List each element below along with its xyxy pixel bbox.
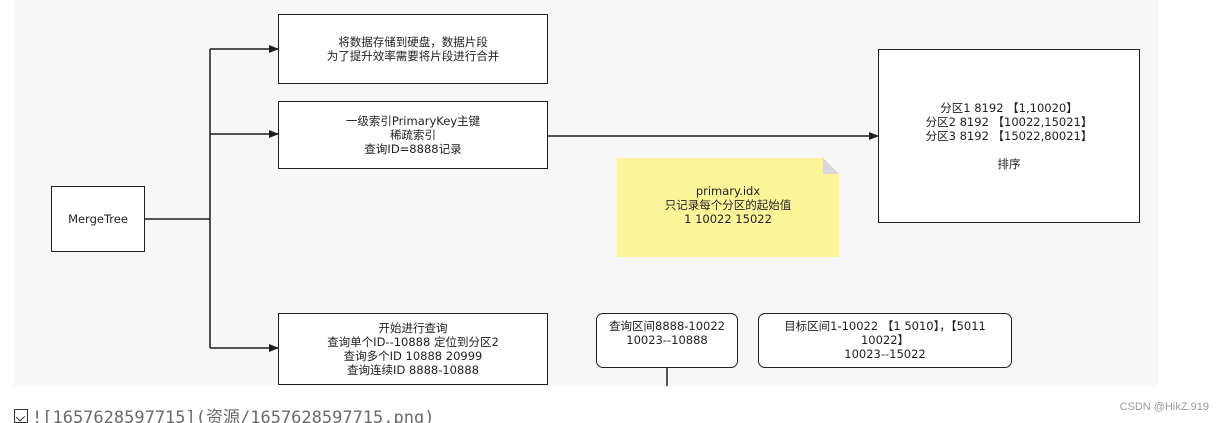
note-line-3: 1 10022 15022 [684, 212, 772, 226]
target-range-line-2: 10022】 [860, 333, 910, 347]
storage-line-1: 将数据存储到硬盘，数据片段 [338, 35, 488, 49]
image-markdown-link[interactable]: ![1657628597715](资源/1657628597715.png) [32, 408, 435, 423]
query-line-1: 开始进行查询 [378, 321, 448, 335]
primary-key-line-1: 一级索引PrimaryKey主键 [345, 114, 481, 128]
note-line-1: primary.idx [695, 184, 761, 198]
partitions-box: 分区1 8192 【1,10020】 分区2 8192 【10022,15021… [878, 49, 1140, 223]
merge-tree-label: MergeTree [68, 212, 128, 226]
primary-key-box: 一级索引PrimaryKey主键 稀疏索引 查询ID=8888记录 [278, 101, 548, 169]
query-range-line-2: 10023--10888 [626, 333, 708, 347]
csdn-watermark: CSDN @HikZ.919 [1119, 401, 1209, 413]
target-range-line-3: 10023--15022 [844, 347, 926, 361]
sort-label: 排序 [997, 157, 1021, 171]
query-line-2: 查询单个ID--10888 定位到分区2 [327, 335, 499, 349]
diagram-canvas: MergeTree 将数据存储到硬盘，数据片段 为了提升效率需要将片段进行合并 … [14, 0, 1158, 386]
query-line-3: 查询多个ID 10888 20999 [343, 349, 483, 363]
note-line-2: 只记录每个分区的起始值 [664, 198, 792, 212]
storage-line-2: 为了提升效率需要将片段进行合并 [326, 49, 500, 63]
storage-box: 将数据存储到硬盘，数据片段 为了提升效率需要将片段进行合并 [278, 14, 548, 84]
image-icon [14, 409, 28, 423]
primary-idx-note: primary.idx 只记录每个分区的起始值 1 10022 15022 [617, 158, 839, 257]
query-line-4: 查询连续ID 8888-10888 [347, 363, 479, 377]
partition-1: 分区1 8192 【1,10020】 [940, 101, 1078, 115]
primary-key-line-3: 查询ID=8888记录 [364, 142, 462, 156]
connectors [145, 45, 879, 386]
query-range-line-1: 查询区间8888-10022 [609, 319, 725, 333]
note-shape [617, 158, 839, 257]
query-box: 开始进行查询 查询单个ID--10888 定位到分区2 查询多个ID 10888… [278, 313, 548, 385]
partition-3: 分区3 8192 【15022,80021】 [925, 129, 1093, 143]
note-text: primary.idx 只记录每个分区的起始值 1 10022 15022 [617, 184, 839, 226]
query-range-box: 查询区间8888-10022 10023--10888 [596, 313, 738, 368]
partition-2: 分区2 8192 【10022,15021】 [925, 115, 1093, 129]
target-range-line-1: 目标区间1-10022 【1 5010】，【5011 [784, 319, 986, 333]
merge-tree-box: MergeTree [51, 186, 145, 252]
primary-key-line-2: 稀疏索引 [390, 128, 436, 142]
target-range-box: 目标区间1-10022 【1 5010】，【5011 10022】 10023-… [758, 313, 1012, 368]
